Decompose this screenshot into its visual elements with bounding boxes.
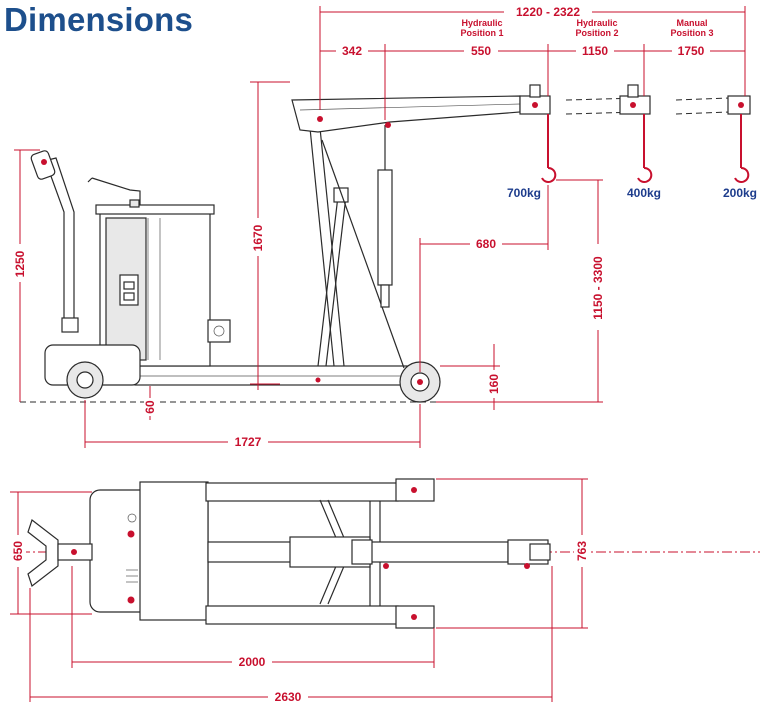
- position-2-label: Position 2: [575, 28, 618, 38]
- top-view-crane: [20, 478, 760, 629]
- dim-650: 650: [11, 541, 25, 561]
- dim-1727: 1727: [235, 435, 262, 449]
- side-view-dimensions: 1220 - 2322 Hydraulic Position 1 Hydraul…: [12, 4, 757, 449]
- dim-1150: 1150: [582, 44, 608, 58]
- position-1-label: Position 1: [460, 28, 503, 38]
- dim-1750: 1750: [678, 44, 705, 58]
- dim-2630: 2630: [275, 690, 302, 704]
- page-title: Dimensions: [4, 1, 193, 38]
- top-view-dimensions: 650 763 2000 2630: [10, 478, 590, 704]
- dim-680: 680: [476, 237, 496, 251]
- position-2-type: Hydraulic: [576, 18, 617, 28]
- position-3-label: Position 3: [670, 28, 713, 38]
- load-position-2: 400kg: [627, 186, 661, 200]
- dim-550: 550: [471, 44, 491, 58]
- dim-342: 342: [342, 44, 362, 58]
- dim-160: 160: [487, 374, 501, 394]
- dim-1250: 1250: [13, 250, 27, 277]
- load-position-3: 200kg: [723, 186, 757, 200]
- position-1-type: Hydraulic: [461, 18, 502, 28]
- side-view-crane: [20, 84, 751, 403]
- position-3-type: Manual: [676, 18, 707, 28]
- dim-763: 763: [575, 541, 589, 561]
- dim-lift-range: 1150 - 3300: [591, 256, 605, 320]
- reach-range-label: 1220 - 2322: [516, 5, 580, 19]
- load-position-1: 700kg: [507, 186, 541, 200]
- dim-1670: 1670: [251, 224, 265, 251]
- dim-2000: 2000: [239, 655, 266, 669]
- dim-60: 60: [143, 400, 157, 414]
